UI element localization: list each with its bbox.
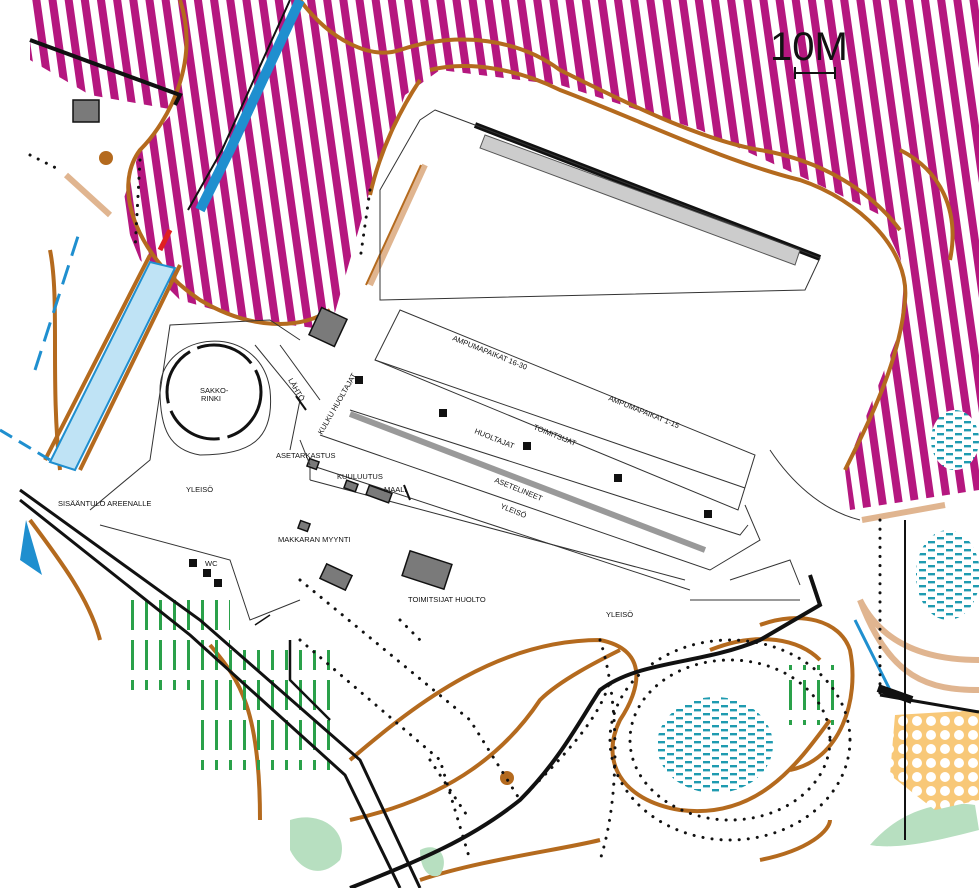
target-marker (355, 376, 363, 384)
marsh-east-upper (931, 410, 979, 470)
marsh-south (657, 697, 773, 793)
buildings (72, 99, 453, 592)
label-maali: MAALI (384, 485, 407, 494)
label-sakkorinki-2: RINKI (201, 394, 221, 403)
knoll (500, 771, 514, 785)
target-marker (439, 409, 447, 417)
label-wc: WC (205, 559, 218, 568)
target-marker (614, 474, 622, 482)
stream-dashed (33, 229, 82, 371)
label-yleiso-right: YLEISÖ (606, 610, 633, 619)
grandstand (479, 134, 801, 266)
stadium-open-area (375, 85, 900, 470)
scale-label: 10M (770, 25, 848, 69)
label-sakkorinki: SAKKO- (200, 386, 229, 395)
wc-building (214, 579, 222, 587)
water-channel (48, 260, 177, 472)
light-green-area (290, 817, 342, 871)
label-toimitsijat-huolto: TOIMITSIJAT HUOLTO (408, 595, 486, 604)
roads (19, 38, 979, 888)
forbidden-area-north (30, 0, 979, 510)
penalty-loop (159, 340, 272, 456)
target-marker (523, 442, 531, 450)
wc-building (203, 569, 211, 577)
label-kuuluutus: KUULUUTUS (337, 472, 383, 481)
target-marker (704, 510, 712, 518)
label-kulku-huoltajat: KULKU HUOLTAJAT (316, 371, 359, 436)
pond-left (20, 520, 42, 575)
wc-building (189, 559, 197, 567)
knoll (99, 151, 113, 165)
contour-lines (28, 0, 955, 882)
shooting-range (309, 309, 861, 601)
marsh-east (916, 530, 979, 620)
label-yleiso-left: YLEISÖ (186, 485, 213, 494)
stadium-outline (379, 109, 821, 301)
label-toimitsijat: TOIMITSIJAT (532, 423, 578, 448)
scale-bar: 10M (770, 25, 848, 79)
label-huoltajat: HUOLTAJAT (473, 427, 516, 451)
label-lahto: LÄHTÖ (286, 377, 306, 403)
label-sisaantulo: SISÄÄNTULO AREENALLE (58, 499, 151, 508)
open-land (890, 710, 979, 810)
label-asetarkastus: ASETARKASTUS (276, 451, 335, 460)
label-makkaran-myynti: MAKKARAN MYYNTI (278, 535, 351, 544)
rifle-rack (348, 411, 707, 553)
dotted-trails (28, 153, 882, 862)
label-yleiso-center: YLEISÖ (499, 502, 528, 521)
